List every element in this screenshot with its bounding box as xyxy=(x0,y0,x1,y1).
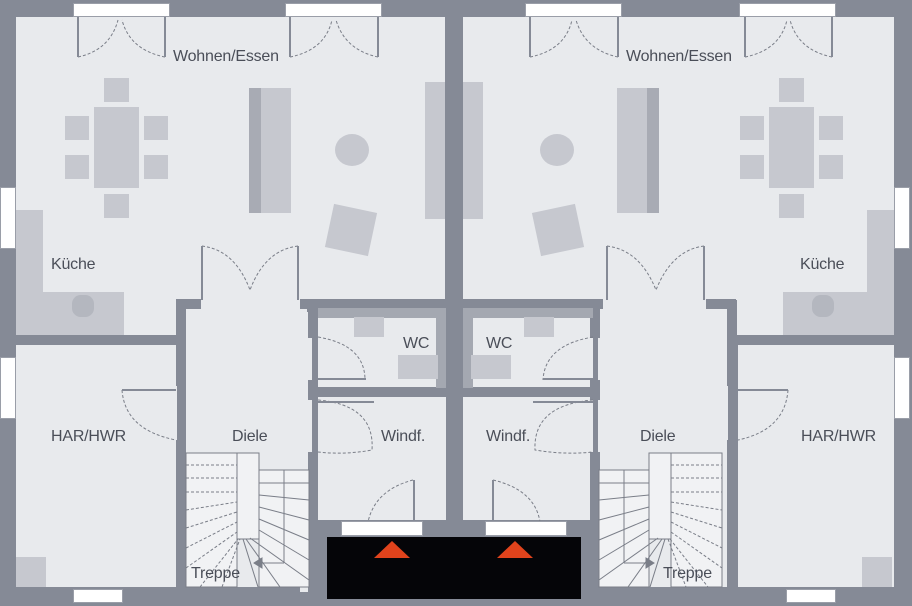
label-har-hwr-left: HAR/HWR xyxy=(51,428,127,445)
label-windfang-left: Windf. xyxy=(381,428,426,445)
sofa-back xyxy=(647,88,659,213)
chair xyxy=(779,194,804,218)
entrance-arrow-right-icon xyxy=(497,541,533,558)
chair xyxy=(104,78,129,102)
chair xyxy=(819,155,843,179)
wc-toilet xyxy=(524,317,554,337)
label-wohnen-essen-left: Wohnen/Essen xyxy=(173,48,279,65)
chair xyxy=(740,155,764,179)
chair xyxy=(144,116,168,140)
armchair xyxy=(531,203,585,257)
kitchen-counter xyxy=(783,292,894,335)
label-diele-left: Diele xyxy=(232,428,268,445)
label-treppe-right: Treppe xyxy=(663,565,712,582)
chair xyxy=(819,116,843,140)
entrance-area xyxy=(327,537,581,599)
stove-icon xyxy=(72,295,94,317)
entrance-arrow-left-icon xyxy=(374,541,410,558)
entrance-door-frame xyxy=(485,521,567,536)
room-har-left xyxy=(16,345,177,587)
side-table xyxy=(540,134,574,166)
window xyxy=(73,3,170,17)
kitchen-counter xyxy=(16,292,124,335)
window xyxy=(739,3,836,17)
window xyxy=(786,589,836,603)
sideboard xyxy=(463,82,483,219)
chair xyxy=(740,116,764,140)
sideboard xyxy=(425,82,445,219)
label-diele-right: Diele xyxy=(640,428,676,445)
chair xyxy=(104,194,129,218)
window xyxy=(525,3,622,17)
entrance-door-frame xyxy=(341,521,423,536)
armchair xyxy=(324,203,378,257)
wc-sink xyxy=(471,355,511,379)
dining-table xyxy=(769,107,814,188)
chair xyxy=(65,116,89,140)
label-har-hwr-right: HAR/HWR xyxy=(801,428,877,445)
window xyxy=(0,187,16,249)
window xyxy=(73,589,123,603)
window xyxy=(0,357,16,419)
room-windfang-left xyxy=(318,397,446,520)
label-windfang-right: Windf. xyxy=(486,428,531,445)
window xyxy=(285,3,382,17)
utility-unit xyxy=(862,557,892,587)
room-har-right xyxy=(738,345,894,587)
label-kueche-left: Küche xyxy=(51,256,96,273)
side-table xyxy=(335,134,369,166)
wc-sink xyxy=(398,355,438,379)
label-wc-right: WC xyxy=(486,335,513,352)
dining-table xyxy=(94,107,139,188)
label-treppe-left: Treppe xyxy=(191,565,240,582)
wc-toilet xyxy=(354,317,384,337)
chair xyxy=(779,78,804,102)
utility-unit xyxy=(16,557,46,587)
window xyxy=(894,187,910,249)
stove-icon xyxy=(812,295,834,317)
chair xyxy=(144,155,168,179)
label-wohnen-essen-right: Wohnen/Essen xyxy=(626,48,732,65)
chair xyxy=(65,155,89,179)
sofa-back xyxy=(249,88,261,213)
label-kueche-right: Küche xyxy=(800,256,845,273)
window xyxy=(894,357,910,419)
label-wc-left: WC xyxy=(403,335,430,352)
room-windfang-right xyxy=(463,397,593,520)
